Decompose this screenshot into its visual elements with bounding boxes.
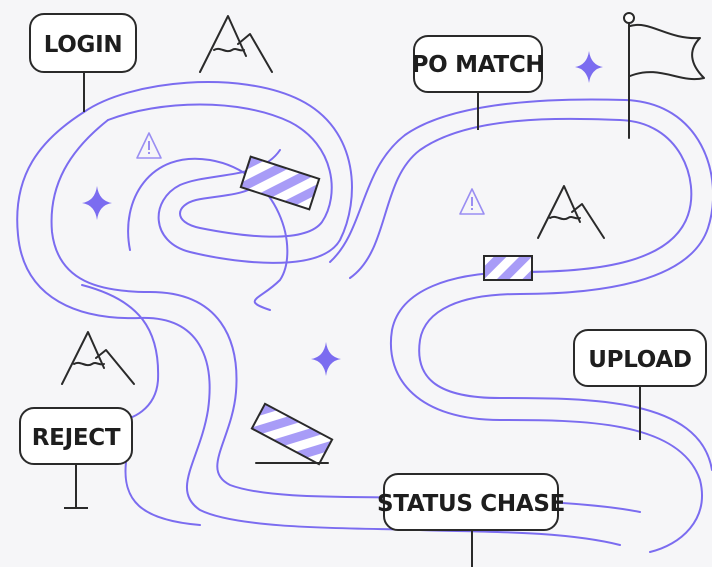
sign-po-match: PO MATCH	[412, 35, 545, 130]
mountain-icon	[61, 331, 135, 385]
sign-login-label: LOGIN	[44, 32, 123, 58]
mountain-icon	[199, 15, 273, 73]
road-reject-curve	[81, 284, 160, 421]
sign-po-match-label: PO MATCH	[412, 52, 545, 78]
mountain-icon	[537, 185, 605, 239]
road-top-loop-outer	[83, 81, 353, 264]
sign-login: LOGIN	[29, 13, 137, 112]
sign-reject: REJECT	[19, 407, 133, 509]
warning-icon	[136, 132, 162, 159]
winding-road	[16, 81, 712, 553]
sparkle-icon	[575, 51, 603, 83]
road-middle-inner	[329, 98, 712, 471]
barrier-icon	[239, 155, 321, 211]
barrier-icon	[483, 255, 533, 281]
warning-icon	[459, 188, 485, 215]
flag-icon	[623, 12, 705, 139]
road-top-loop-inner	[107, 103, 333, 238]
sparkle-icon	[82, 186, 112, 220]
sign-status-chase: STATUS CHASE	[377, 473, 565, 567]
sparkle-icon	[311, 342, 341, 376]
barrier-icon	[250, 402, 334, 466]
sign-upload: UPLOAD	[573, 329, 707, 440]
sign-reject-label: REJECT	[32, 425, 121, 451]
sign-upload-label: UPLOAD	[588, 347, 691, 373]
sign-status-chase-label: STATUS CHASE	[377, 491, 565, 517]
road-reject-tail	[124, 461, 201, 526]
